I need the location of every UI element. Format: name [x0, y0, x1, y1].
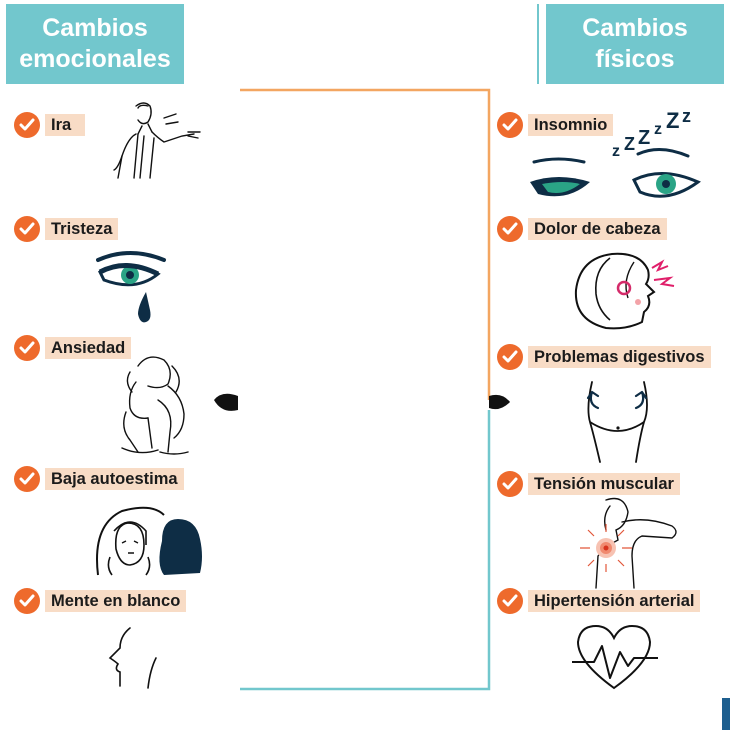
stomach-icon [586, 381, 648, 463]
check-icon [497, 471, 523, 497]
svg-text:z: z [612, 143, 620, 160]
svg-text:z: z [654, 121, 662, 138]
svg-text:Z: Z [638, 127, 650, 149]
svg-text:Z: Z [624, 134, 635, 154]
check-icon [14, 335, 40, 361]
item-label: Ansiedad [45, 337, 132, 359]
item-tension-muscular: Tensión muscular [497, 471, 680, 497]
item-label: Dolor de cabeza [528, 218, 667, 240]
check-icon [497, 344, 523, 370]
crying-eye-icon [96, 251, 166, 323]
item-label: Baja autoestima [45, 468, 184, 490]
check-icon [14, 588, 40, 614]
check-icon [14, 466, 40, 492]
check-icon [497, 216, 523, 242]
neck-pain-icon [580, 497, 677, 589]
item-label: Mente en blanco [45, 590, 187, 612]
emotional-header-line2: emocionales [19, 45, 171, 73]
item-label: Tristeza [45, 218, 119, 240]
anxious-person-icon [121, 356, 189, 455]
item-problemas-digestivos: Problemas digestivos [497, 344, 711, 370]
angry-man-icon [113, 102, 201, 179]
physical-header-line1: Cambios [582, 14, 688, 42]
item-tristeza: Tristeza [14, 216, 119, 242]
svg-text:z: z [682, 110, 691, 126]
item-label: Problemas digestivos [528, 346, 711, 368]
emotional-changes-header: Cambios emocionales [6, 4, 184, 84]
headache-icon [574, 252, 675, 330]
heart-pulse-icon [572, 624, 658, 690]
blank-mind-profile-icon [108, 627, 157, 689]
item-mente-en-blanco: Mente en blanco [14, 588, 187, 614]
mirror-reflection-icon [96, 506, 202, 576]
check-icon [14, 112, 40, 138]
emotional-header-line1: Cambios [42, 14, 148, 42]
item-dolor-de-cabeza: Dolor de cabeza [497, 216, 667, 242]
check-icon [497, 112, 523, 138]
sleepless-eyes-icon: z Z Z z Z z [530, 110, 701, 198]
header-divider [537, 4, 539, 84]
item-baja-autoestima: Baja autoestima [14, 466, 184, 492]
svg-text:Z: Z [666, 110, 679, 133]
item-hipertension-arterial: Hipertensión arterial [497, 588, 701, 614]
item-label: Ira [45, 114, 86, 136]
check-icon [14, 216, 40, 242]
item-ansiedad: Ansiedad [14, 335, 132, 361]
check-icon [497, 588, 523, 614]
item-insomnio: Insomnio [497, 112, 614, 138]
item-ira: Ira [14, 112, 86, 138]
item-label: Insomnio [528, 114, 614, 136]
physical-header-line2: físicos [595, 45, 675, 73]
corner-accent [722, 698, 730, 730]
item-label: Hipertensión arterial [528, 590, 701, 612]
item-label: Tensión muscular [528, 473, 680, 495]
physical-changes-header: Cambios físicos [546, 4, 724, 84]
